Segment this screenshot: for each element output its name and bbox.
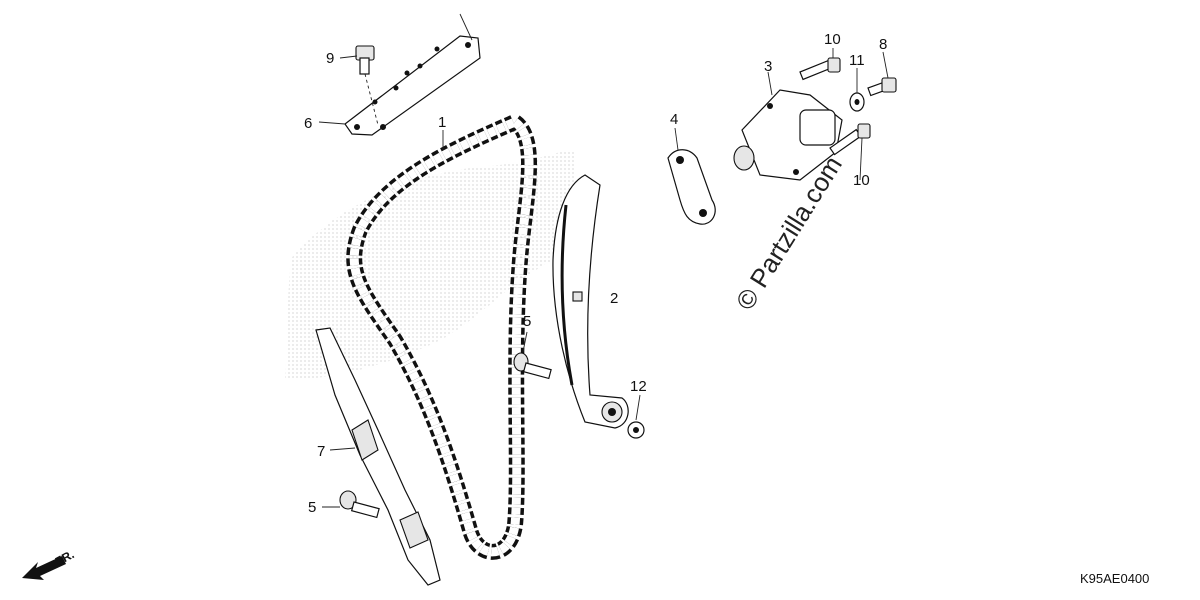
- label-10-upper: 10: [824, 31, 841, 48]
- part-8-bolt: [867, 77, 897, 97]
- callout-labels: 1 2 3 4 5 5 6 7 8 9 10 10 11 12: [304, 31, 887, 516]
- part-12-washer: [627, 421, 645, 439]
- part-10-bolt-lower: [829, 123, 871, 156]
- leader-lines: [318, 48, 889, 508]
- part-4-gasket: [667, 149, 716, 225]
- label-5-lower: 5: [308, 499, 316, 516]
- part-1-cam-chain: [346, 112, 537, 560]
- part-7-chain-guide: [315, 327, 441, 586]
- label-6: 6: [304, 115, 312, 132]
- diagram-code: K95AE0400: [1080, 571, 1149, 586]
- label-2: 2: [610, 290, 618, 307]
- label-3: 3: [764, 58, 772, 75]
- part-11-washer: [849, 92, 865, 112]
- part-10-bolt-upper: [799, 57, 841, 81]
- label-5-upper: 5: [523, 313, 531, 330]
- part-3-tensioner-lifter: [733, 89, 843, 181]
- part-6-guide-plate: [344, 13, 481, 136]
- label-8: 8: [879, 36, 887, 53]
- label-1: 1: [438, 114, 446, 131]
- background-engine-outline: [285, 150, 575, 380]
- label-4: 4: [670, 111, 678, 128]
- label-9: 9: [326, 50, 334, 67]
- label-12: 12: [630, 378, 647, 395]
- label-11: 11: [849, 52, 865, 69]
- part-9-bolt: [355, 45, 379, 126]
- label-7: 7: [317, 443, 325, 460]
- part-5-bolt-lower: [339, 490, 380, 519]
- part-5-bolt-upper: [513, 352, 552, 380]
- part-2-tensioner-arm: [552, 174, 629, 429]
- label-10-lower: 10: [853, 172, 870, 189]
- front-arrow-icon: [22, 556, 66, 580]
- front-indicator: FR.: [22, 547, 76, 580]
